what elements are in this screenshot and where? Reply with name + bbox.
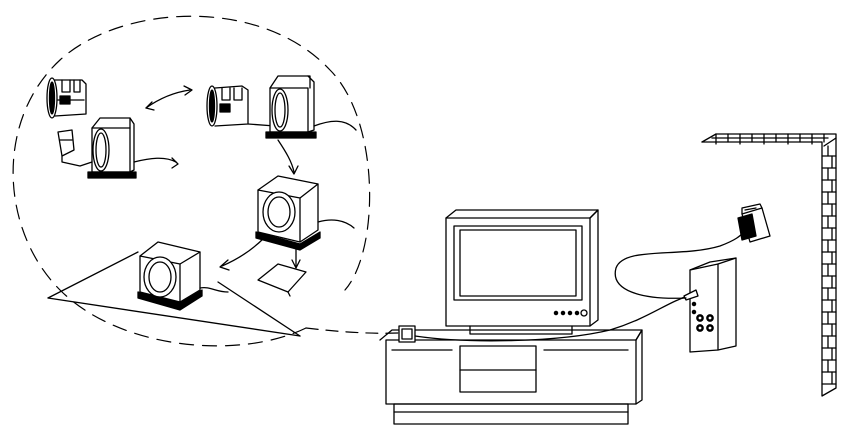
receiver-module-step1 (46, 77, 87, 119)
dashed-detail-circle (12, 15, 399, 347)
speaker-step2 (265, 75, 357, 139)
placed-subwoofer (137, 241, 229, 311)
step-arrow-3 (291, 247, 301, 269)
transmitter-box (681, 257, 737, 353)
step-arrow-2 (277, 139, 299, 175)
wireless-receiver (398, 295, 691, 343)
receiver-module-step2 (206, 85, 276, 127)
speaker-step1 (57, 117, 179, 179)
tv-cabinet (379, 329, 643, 425)
instruction-sheet (257, 263, 307, 297)
step-arrow-4 (219, 237, 265, 271)
television (445, 209, 599, 335)
wall-outlet-adapter (737, 203, 771, 243)
assembled-subwoofer (255, 175, 355, 251)
floor-plane (47, 251, 301, 337)
step-arrow-1 (145, 85, 193, 111)
brick-wall (701, 133, 837, 397)
power-cable (614, 231, 745, 299)
